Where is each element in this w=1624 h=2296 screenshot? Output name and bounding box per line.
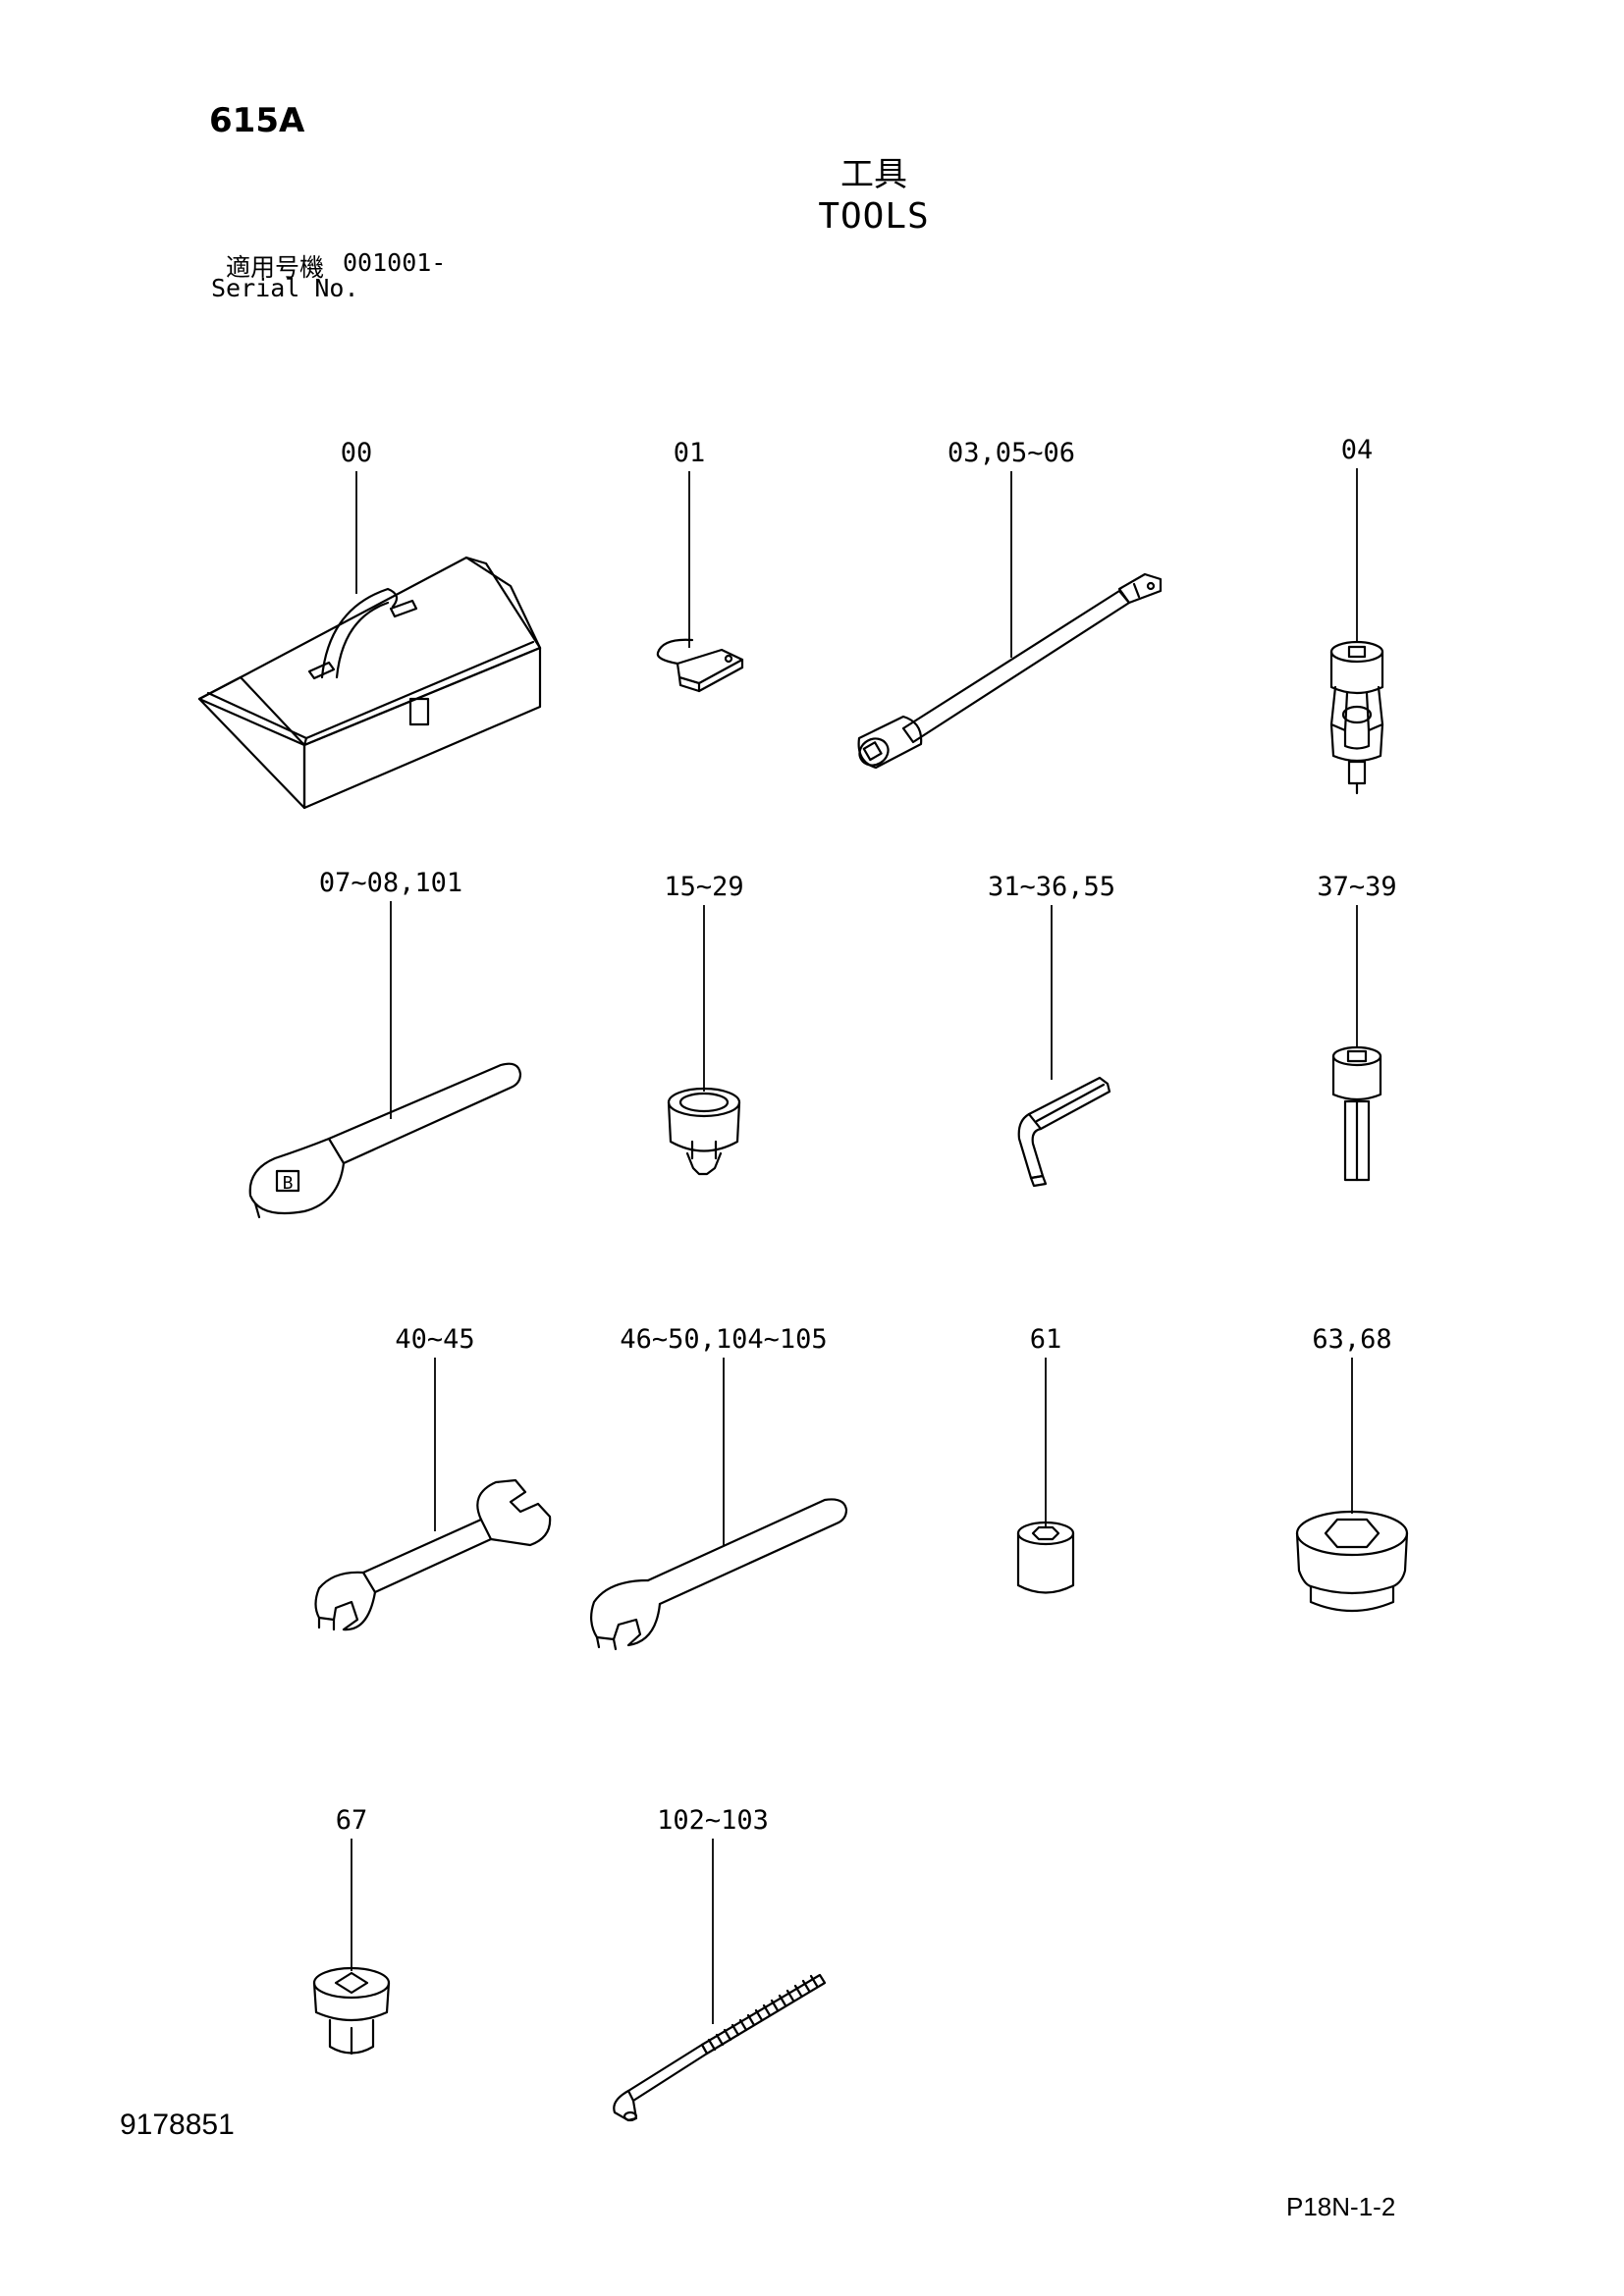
toolbox-drawing bbox=[197, 556, 542, 810]
callout-03: 03,05~06 bbox=[947, 438, 1075, 658]
callout-40: 40~45 bbox=[395, 1324, 475, 1531]
callout-label: 01 bbox=[674, 438, 706, 468]
extension-bar-drawing bbox=[857, 572, 1163, 770]
callout-00: 00 bbox=[341, 438, 373, 594]
callout-label: 102~103 bbox=[657, 1805, 769, 1836]
threaded-l-rod-drawing bbox=[613, 1973, 827, 2122]
callout-63: 63,68 bbox=[1312, 1324, 1392, 1514]
callout-label: 40~45 bbox=[395, 1324, 474, 1355]
serial-number-value: 001001- bbox=[343, 248, 447, 277]
hex-key-drawing bbox=[1017, 1076, 1111, 1188]
callout-label: 00 bbox=[341, 438, 373, 468]
callout-label: 07~08,101 bbox=[319, 868, 462, 898]
callout-61: 61 bbox=[1030, 1324, 1062, 1526]
callout-label: 37~39 bbox=[1317, 872, 1396, 902]
page-number: P18N-1-2 bbox=[1286, 2192, 1396, 2221]
callout-label: 61 bbox=[1030, 1324, 1062, 1355]
callout-01: 01 bbox=[674, 438, 706, 648]
page-title-english: TOOLS bbox=[818, 196, 930, 237]
universal-joint-drawing bbox=[1329, 640, 1384, 795]
serial-label-english: Serial No. bbox=[211, 274, 359, 302]
callout-67: 67 bbox=[336, 1805, 368, 1971]
callout-102: 102~103 bbox=[657, 1805, 769, 2024]
callout-37: 37~39 bbox=[1317, 872, 1397, 1048]
callout-label: 63,68 bbox=[1312, 1324, 1391, 1355]
callout-31: 31~36,55 bbox=[988, 872, 1115, 1080]
callout-label: 46~50,104~105 bbox=[620, 1324, 827, 1355]
callout-label: 04 bbox=[1341, 435, 1374, 465]
double-open-wrench-drawing bbox=[314, 1478, 552, 1631]
callout-label: 67 bbox=[336, 1805, 368, 1836]
12-point-socket-drawing bbox=[667, 1087, 741, 1176]
hex-socket-drawing bbox=[1016, 1521, 1075, 1594]
callout-label: 03,05~06 bbox=[947, 438, 1075, 468]
diagram-code: 615A bbox=[209, 101, 305, 140]
page-title-japanese: 工具 bbox=[840, 155, 907, 194]
large-hex-socket-drawing bbox=[1295, 1510, 1409, 1613]
drawing-number: 9178851 bbox=[120, 2109, 235, 2141]
square-adapter-socket-drawing bbox=[312, 1966, 391, 2056]
serial-label-japanese: 適用号機 bbox=[226, 253, 325, 282]
hex-bit-socket-drawing bbox=[1331, 1045, 1382, 1182]
callout-04: 04 bbox=[1341, 435, 1374, 643]
callout-label: 31~36,55 bbox=[988, 872, 1115, 902]
ratchet-handle-drawing: B bbox=[248, 1062, 522, 1219]
callout-46: 46~50,104~105 bbox=[620, 1324, 828, 1546]
callout-15: 15~29 bbox=[664, 872, 744, 1092]
key-fob-drawing bbox=[656, 638, 744, 693]
ratchet-mark: B bbox=[283, 1173, 294, 1194]
callout-label: 15~29 bbox=[664, 872, 743, 902]
callout-07: 07~08,101 bbox=[319, 868, 462, 1119]
single-open-wrench-drawing bbox=[590, 1498, 848, 1651]
